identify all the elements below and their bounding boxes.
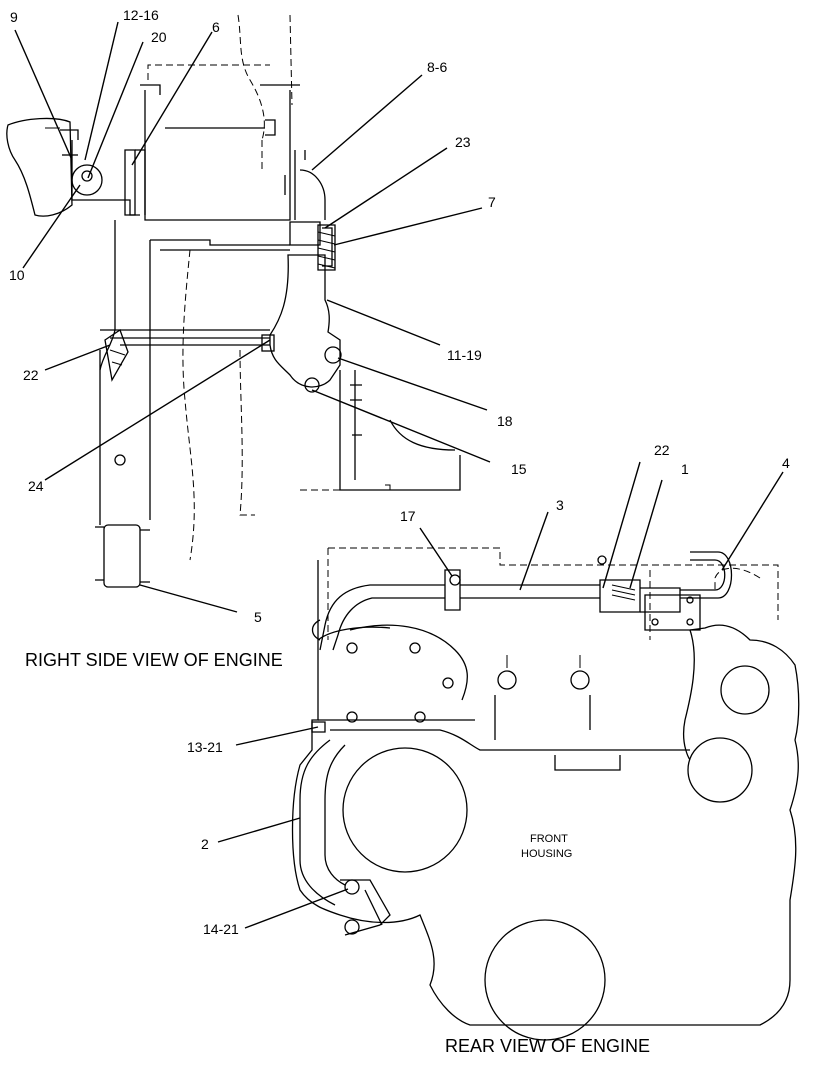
callout-18: 18: [497, 413, 513, 429]
callout-5: 5: [254, 609, 262, 625]
callout-10: 10: [9, 267, 25, 283]
callout-3: 3: [556, 497, 564, 513]
right-side-view-title: RIGHT SIDE VIEW OF ENGINE: [25, 650, 283, 670]
callout-23: 23: [455, 134, 471, 150]
callout-13-21: 13-21: [187, 739, 223, 755]
callout-12-16: 12-16: [123, 7, 159, 23]
callout-14-21: 14-21: [203, 921, 239, 937]
front-housing-label-line1: FRONT: [530, 833, 568, 845]
right-side-view-drawing: [6, 14, 461, 588]
callout-7: 7: [488, 194, 496, 210]
front-housing-label-line2: HOUSING: [521, 848, 572, 860]
callout-2: 2: [201, 836, 209, 852]
callout-11-19: 11-19: [447, 347, 482, 363]
callout-labels: 9 12-16 20 6 8-6 23 7 10 11-19 22 18 15 …: [9, 7, 790, 1056]
callout-22-right: 22: [654, 442, 670, 458]
callout-4: 4: [782, 455, 790, 471]
callout-22-left: 22: [23, 367, 39, 383]
callout-6: 6: [212, 19, 220, 35]
callout-20: 20: [151, 29, 167, 45]
callout-17: 17: [400, 508, 416, 524]
callout-9: 9: [10, 9, 18, 25]
rear-view-drawing: [291, 547, 800, 1041]
rear-view-title: REAR VIEW OF ENGINE: [445, 1036, 650, 1056]
callout-15: 15: [511, 461, 527, 477]
callout-8-6: 8-6: [427, 59, 447, 75]
callout-24: 24: [28, 478, 44, 494]
leader-lines: [14, 21, 784, 929]
callout-1: 1: [681, 461, 689, 477]
